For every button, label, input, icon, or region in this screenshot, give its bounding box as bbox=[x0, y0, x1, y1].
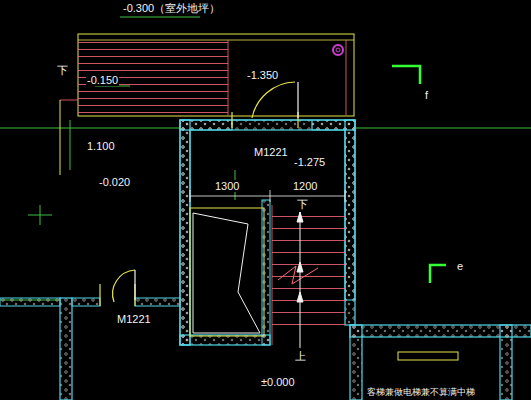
plan-label: -0.020 bbox=[98, 176, 131, 188]
plan-label: ±0.000 bbox=[260, 376, 296, 388]
plan-label: e bbox=[456, 260, 464, 272]
plan-label: M1221 bbox=[253, 146, 289, 158]
plan-label: -1.350 bbox=[246, 69, 279, 81]
plan-label: 上 bbox=[294, 350, 307, 362]
plan-label: -1.275 bbox=[293, 156, 326, 168]
plan-label: 下 bbox=[56, 64, 69, 76]
plan-label: 1.100 bbox=[86, 140, 116, 152]
plan-label: 客梯兼做电梯兼不算满中梯 bbox=[366, 386, 476, 398]
plan-label: M1221 bbox=[116, 313, 152, 325]
plan-label: 下 bbox=[296, 198, 309, 210]
plan-label: f bbox=[424, 89, 429, 101]
plan-label: 1300 bbox=[214, 180, 240, 192]
plan-label: -0.150 bbox=[86, 74, 119, 86]
plan-label: 1200 bbox=[292, 180, 318, 192]
plan-label: -0.300（室外地坪） bbox=[122, 2, 221, 14]
